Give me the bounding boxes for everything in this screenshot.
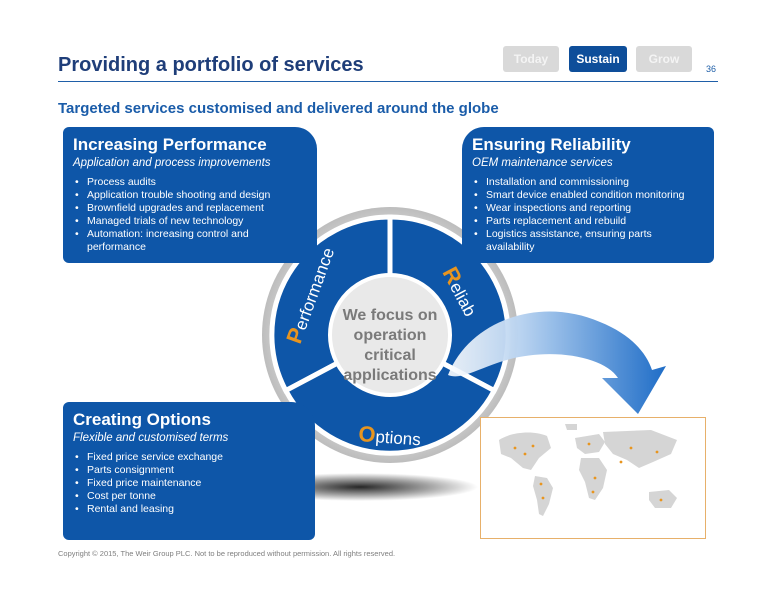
card-title: Increasing Performance [73,135,267,154]
section-subtitle: Targeted services customised and deliver… [58,100,499,117]
tab-grow[interactable]: Grow [636,46,692,72]
list-item: Managed trials of new technology [75,215,307,228]
list-item: Fixed price service exchange [75,451,305,464]
card-list: Fixed price service exchange Parts consi… [73,451,305,516]
center-line: We focus on [342,307,438,324]
card-increasing-performance: Increasing Performance Application and p… [63,127,317,263]
card-title: Ensuring Reliability [472,135,631,154]
list-item: Rental and leasing [75,503,305,516]
card-subtitle: OEM maintenance services [472,157,613,169]
card-ensuring-reliability: Ensuring Reliability OEM maintenance ser… [462,127,714,263]
list-item: Installation and commissioning [474,176,704,189]
page-number: 36 [706,64,717,74]
center-line: operation [353,327,427,344]
tab-sustain[interactable]: Sustain [569,46,627,72]
list-item: Cost per tonne [75,490,305,503]
list-item: Brownfield upgrades and replacement [75,202,307,215]
list-item: Process audits [75,176,307,189]
list-item: Parts replacement and rebuild [474,215,704,228]
card-subtitle: Application and process improvements [73,157,271,169]
wheel-center-disc [328,273,452,397]
list-item: Smart device enabled condition monitorin… [474,189,704,202]
card-subtitle: Flexible and customised terms [73,432,229,444]
curved-arrow-icon [448,311,666,414]
card-list: Process audits Application trouble shoot… [73,176,307,254]
tab-today[interactable]: Today [503,46,559,72]
copyright-notice: Copyright © 2015, The Weir Group PLC. No… [58,549,396,558]
wheel-center-text: We focus on operation critical applicati… [325,306,455,386]
list-item: Wear inspections and reporting [474,202,704,215]
segment-label-options: Options [358,421,422,450]
card-creating-options: Creating Options Flexible and customised… [63,402,315,540]
title-divider [58,81,718,82]
world-map-icon [499,424,677,516]
list-item: Application trouble shooting and design [75,189,307,202]
card-list: Installation and commissioning Smart dev… [472,176,704,254]
card-title: Creating Options [73,410,211,429]
center-line: critical [364,347,416,364]
list-item: Fixed price maintenance [75,477,305,490]
world-map [480,417,706,539]
center-line: applications [343,367,437,384]
list-item: Automation: increasing control and perfo… [75,228,267,254]
list-item: Logistics assistance, ensuring parts ava… [474,228,661,254]
page-title: Providing a portfolio of services [58,54,364,76]
list-item: Parts consignment [75,464,305,477]
